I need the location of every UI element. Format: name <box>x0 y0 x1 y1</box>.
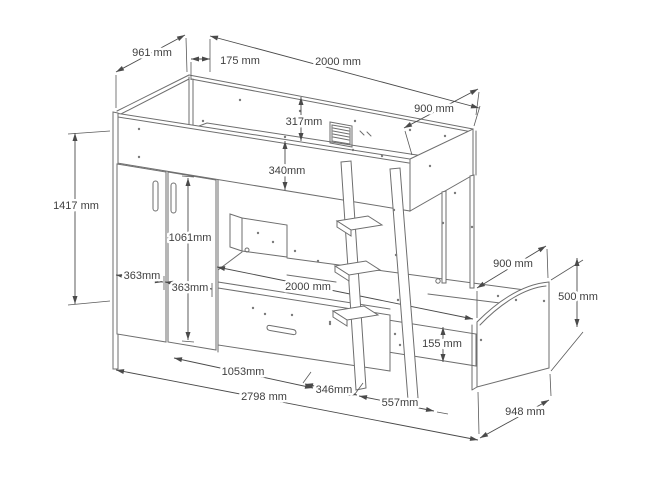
dim-label-rail-height: 317mm <box>286 116 323 128</box>
dim-label-top-width: 900 mm <box>414 103 454 115</box>
wardrobe-doors <box>116 163 217 351</box>
ladder-step <box>335 215 384 237</box>
bunk-legs <box>244 174 475 289</box>
dim-label-side-rail-height: 155 mm <box>422 338 462 350</box>
grille-icon <box>329 121 353 148</box>
door-handle-right-icon <box>170 182 177 214</box>
door-handle-left-icon <box>152 180 159 212</box>
dim-label-overall-height: 1417 mm <box>53 200 99 212</box>
dim-label-door-width-left: 363mm <box>124 270 161 282</box>
ladder <box>331 160 419 401</box>
drawer-handle-icon <box>266 324 297 336</box>
dim-label-overall-length: 2798 mm <box>241 391 287 403</box>
dimension-lines <box>67 34 584 441</box>
dim-label-foot-section: 557mm <box>382 397 419 409</box>
dim-label-ladder-gap: 346mm <box>316 384 353 396</box>
dim-label-top-depth: 961 mm <box>132 47 172 59</box>
dim-label-top-length: 2000 mm <box>315 56 361 68</box>
dim-label-frame-height: 340mm <box>269 165 306 177</box>
dim-label-door-height: 1061mm <box>169 232 212 244</box>
dim-label-foot-depth: 948 mm <box>505 406 545 418</box>
lower-bed-under-bunk <box>217 213 541 309</box>
dim-label-door-width-right: 363mm <box>172 282 209 294</box>
dim-label-top-offset: 175 mm <box>220 55 260 67</box>
dim-label-drawer-width: 1053mm <box>222 366 265 378</box>
footboard <box>471 281 550 391</box>
dim-label-lower-bed-length: 2000 mm <box>285 281 331 293</box>
wardrobe-door-left <box>116 163 167 343</box>
dim-label-footboard-height: 500 mm <box>558 291 598 303</box>
dim-label-lower-bed-width: 900 mm <box>493 258 533 270</box>
wardrobe-door-right <box>167 171 217 351</box>
dimension-labels: 961 mm 175 mm 2000 mm 900 mm 317mm 340mm… <box>51 44 601 420</box>
ladder-step <box>333 260 382 282</box>
ladder-step <box>331 305 380 327</box>
